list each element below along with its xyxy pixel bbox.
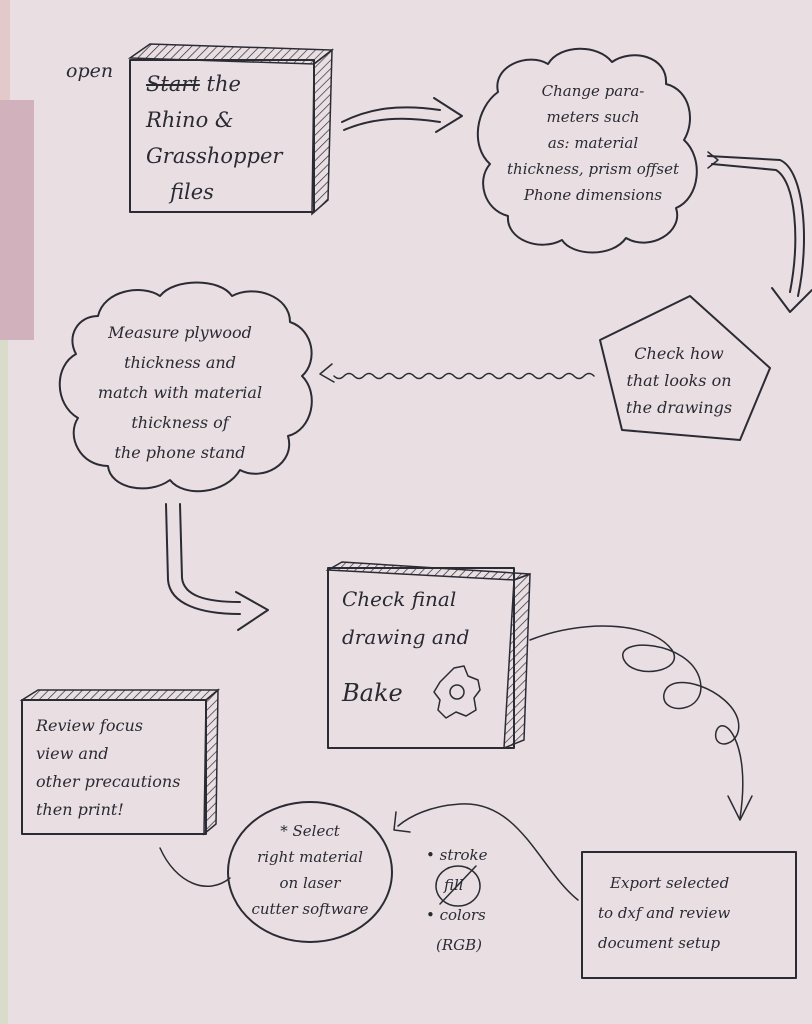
sticky-tab bbox=[0, 100, 34, 340]
bake-box bbox=[325, 561, 531, 750]
select-ellipse bbox=[227, 801, 393, 943]
bake-text: Check final drawing and Bake bbox=[342, 587, 470, 707]
bullet-list: • stroke fill • colors (RGB) bbox=[426, 840, 488, 960]
line-select-to-review bbox=[159, 847, 231, 887]
measure-cloud bbox=[58, 281, 313, 493]
review-box bbox=[19, 688, 221, 836]
start-strike: Start the bbox=[146, 72, 241, 96]
arrow-check-to-measure bbox=[319, 363, 595, 383]
bullet-rgb: (RGB) bbox=[436, 936, 483, 954]
review-text: Review focus view and other precautions … bbox=[36, 716, 181, 819]
bullet-stroke: • stroke bbox=[426, 846, 488, 864]
start-box-text: Start the Rhino & Grasshopper files bbox=[146, 72, 283, 204]
check-text: Check how that looks on the drawings bbox=[625, 344, 733, 417]
arrow-measure-to-bake bbox=[165, 503, 269, 631]
bullet-fill: fill bbox=[444, 876, 464, 894]
export-box bbox=[581, 851, 797, 979]
select-text: * Select right material on laser cutter … bbox=[251, 822, 369, 918]
paper-edge bbox=[0, 0, 10, 100]
gear-icon bbox=[433, 665, 481, 719]
arrow-start-to-params bbox=[341, 97, 463, 133]
check-pentagon bbox=[599, 295, 771, 441]
export-text: Export selected to dxf and review docume… bbox=[598, 874, 731, 952]
arrow-bake-to-export bbox=[529, 625, 753, 821]
paper-edge-lower bbox=[0, 340, 8, 1024]
start-box bbox=[127, 43, 335, 216]
measure-text: Measure plywood thickness and match with… bbox=[97, 323, 263, 462]
arrow-export-to-select bbox=[393, 803, 579, 901]
params-cloud bbox=[476, 47, 698, 254]
fill-strike-mark bbox=[435, 865, 481, 907]
note-open: open bbox=[66, 60, 114, 82]
bullet-colors: • colors bbox=[426, 906, 486, 924]
params-text: Change para- meters such as: material th… bbox=[507, 82, 679, 204]
arrow-params-to-check bbox=[707, 151, 812, 313]
